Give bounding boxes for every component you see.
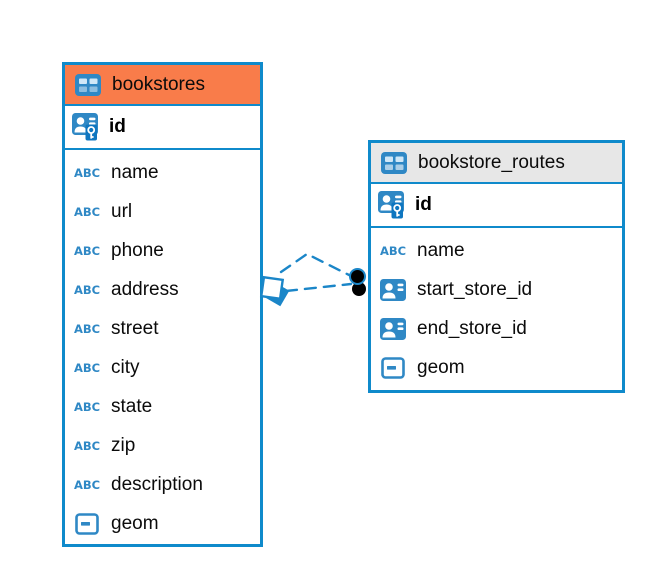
column-row-address[interactable]: ABC address — [65, 270, 260, 309]
primary-key-name: id — [109, 116, 126, 137]
entity-table-bookstores[interactable]: bookstores id ABC name ABC url — [62, 62, 263, 547]
text-type-icon: ABC — [73, 204, 101, 219]
text-type-icon: ABC — [73, 477, 101, 492]
column-name: end_store_id — [417, 317, 527, 339]
column-list: ABC name ABC url ABC phone ABC address A… — [65, 150, 260, 544]
column-name: geom — [111, 512, 159, 534]
relationship-line-upper[interactable] — [279, 252, 355, 279]
column-name: name — [111, 161, 159, 183]
primary-key-icon — [377, 191, 407, 219]
column-name: url — [111, 200, 133, 222]
column-row-phone[interactable]: ABC phone — [65, 231, 260, 270]
column-row-geom[interactable]: geom — [65, 504, 260, 543]
column-row-url[interactable]: ABC url — [65, 192, 260, 231]
geometry-type-icon — [72, 512, 102, 535]
one-end-dot-marker[interactable] — [349, 268, 366, 296]
text-type-icon: ABC — [73, 360, 101, 375]
foreign-key-icon — [378, 278, 408, 301]
column-name: start_store_id — [417, 278, 533, 300]
text-type-icon: ABC — [73, 282, 101, 297]
column-row-description[interactable]: ABC description — [65, 465, 260, 504]
column-row-name[interactable]: ABC name — [371, 231, 622, 270]
text-type-icon: ABC — [73, 165, 101, 180]
primary-key-row[interactable]: id — [371, 184, 622, 228]
relationship-line-lower[interactable] — [284, 282, 353, 293]
primary-key-row[interactable]: id — [65, 106, 260, 150]
column-name: street — [111, 317, 159, 339]
column-row-name[interactable]: ABC name — [65, 153, 260, 192]
column-row-zip[interactable]: ABC zip — [65, 426, 260, 465]
column-row-geom[interactable]: geom — [371, 348, 622, 387]
text-type-icon: ABC — [379, 243, 407, 258]
table-title: bookstore_routes — [418, 151, 565, 173]
text-type-icon: ABC — [73, 321, 101, 336]
entity-table-bookstore-routes[interactable]: bookstore_routes id ABC name — [368, 140, 625, 393]
column-name: phone — [111, 239, 164, 261]
geometry-type-icon — [378, 356, 408, 379]
column-name: geom — [417, 356, 465, 378]
column-name: name — [417, 239, 465, 261]
table-title: bookstores — [112, 73, 205, 95]
column-row-city[interactable]: ABC city — [65, 348, 260, 387]
column-name: description — [111, 473, 203, 495]
table-icon — [379, 151, 409, 174]
table-header-bookstore-routes[interactable]: bookstore_routes — [371, 143, 622, 184]
column-list: ABC name start_store_id — [371, 228, 622, 390]
text-type-icon: ABC — [73, 399, 101, 414]
column-row-end-store-id[interactable]: end_store_id — [371, 309, 622, 348]
column-row-start-store-id[interactable]: start_store_id — [371, 270, 622, 309]
text-type-icon: ABC — [73, 438, 101, 453]
column-name: zip — [111, 434, 136, 456]
foreign-key-icon — [378, 317, 408, 340]
column-name: address — [111, 278, 179, 300]
table-icon — [73, 73, 103, 96]
column-name: state — [111, 395, 153, 417]
primary-key-name: id — [415, 194, 432, 215]
column-row-state[interactable]: ABC state — [65, 387, 260, 426]
primary-key-icon — [71, 113, 101, 141]
many-end-diamond-marker[interactable] — [259, 275, 290, 307]
column-row-street[interactable]: ABC street — [65, 309, 260, 348]
column-name: city — [111, 356, 140, 378]
text-type-icon: ABC — [73, 243, 101, 258]
table-header-bookstores[interactable]: bookstores — [65, 65, 260, 106]
